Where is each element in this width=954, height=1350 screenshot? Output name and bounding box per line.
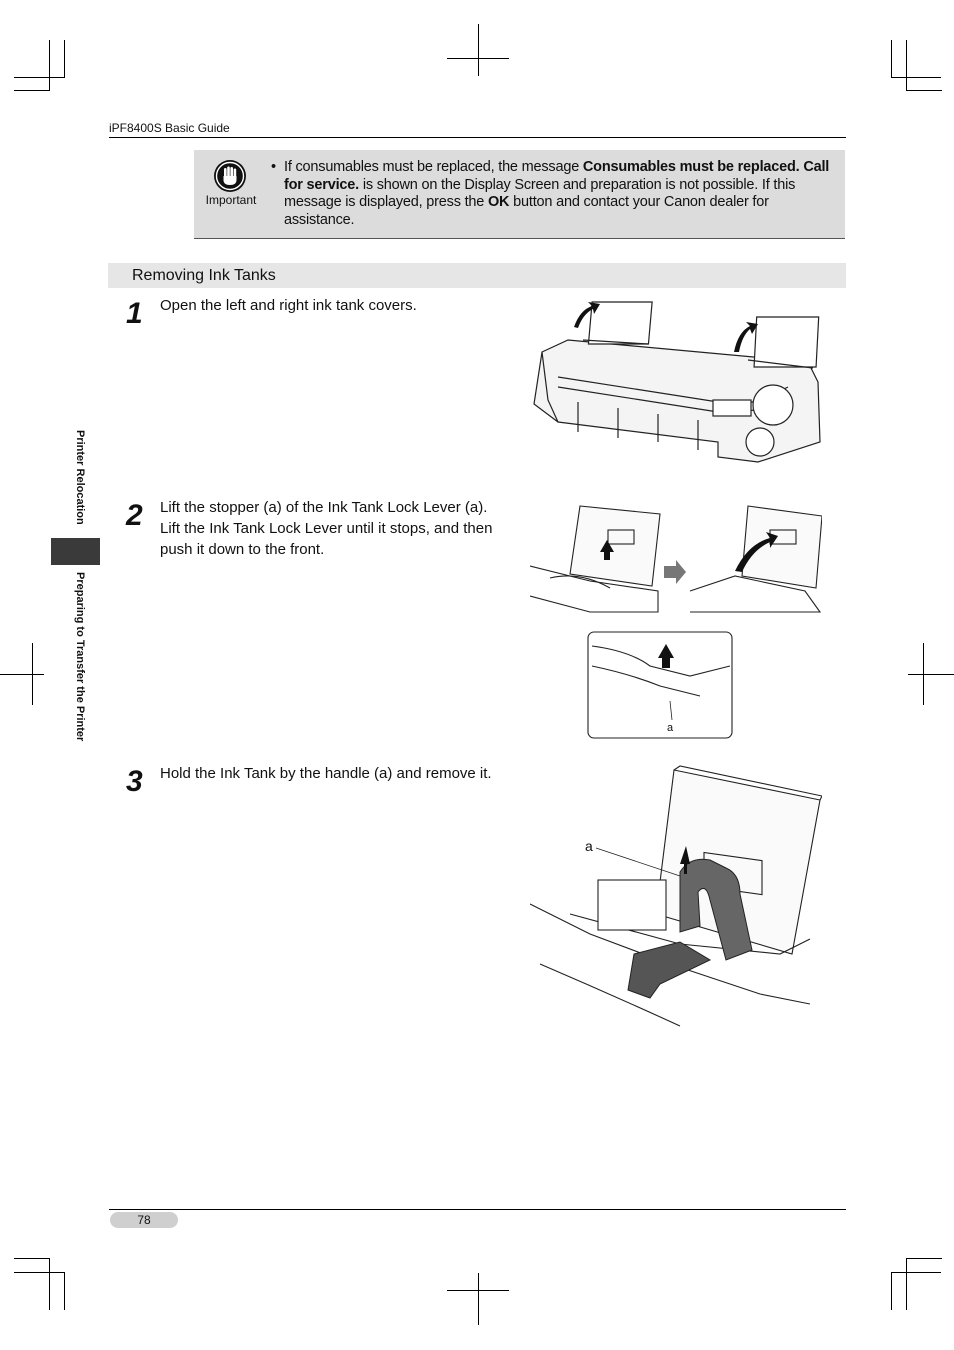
footer-rule — [109, 1209, 846, 1210]
side-tab-marker — [51, 538, 100, 565]
header-rule — [109, 137, 846, 138]
step-3-text: Hold the Ink Tank by the handle (a) and … — [160, 765, 492, 782]
section-heading-bar: Removing Ink Tanks — [108, 263, 846, 288]
step-3-number: 3 — [126, 765, 143, 798]
page-number: 78 — [110, 1212, 178, 1228]
side-tab-upper-label[interactable]: Printer Relocation — [74, 430, 86, 525]
step-1-number: 1 — [126, 297, 143, 330]
header-title: iPF8400S Basic Guide — [109, 121, 230, 135]
section-title: Removing Ink Tanks — [132, 267, 276, 284]
step-1-text: Open the left and right ink tank covers. — [160, 297, 417, 314]
bullet: • — [271, 159, 276, 175]
important-label: Important — [205, 193, 257, 207]
remove-ink-tank-illustration — [530, 765, 822, 1027]
side-tab-lower-label[interactable]: Preparing to Transfer the Printer — [74, 572, 86, 742]
important-note: Important • If consumables must be repla… — [194, 150, 845, 239]
step-2-number: 2 — [126, 499, 143, 532]
lock-lever-illustration — [530, 505, 822, 739]
printer-illustration — [533, 301, 821, 463]
step-2-text: Lift the stopper (a) of the Ink Tank Loc… — [160, 499, 493, 558]
step-2-figure-label: a — [667, 722, 674, 734]
step-3-figure-label: a — [585, 838, 593, 854]
important-text: • If consumables must be replaced, the m… — [271, 159, 830, 228]
hand-stop-icon — [214, 160, 246, 192]
